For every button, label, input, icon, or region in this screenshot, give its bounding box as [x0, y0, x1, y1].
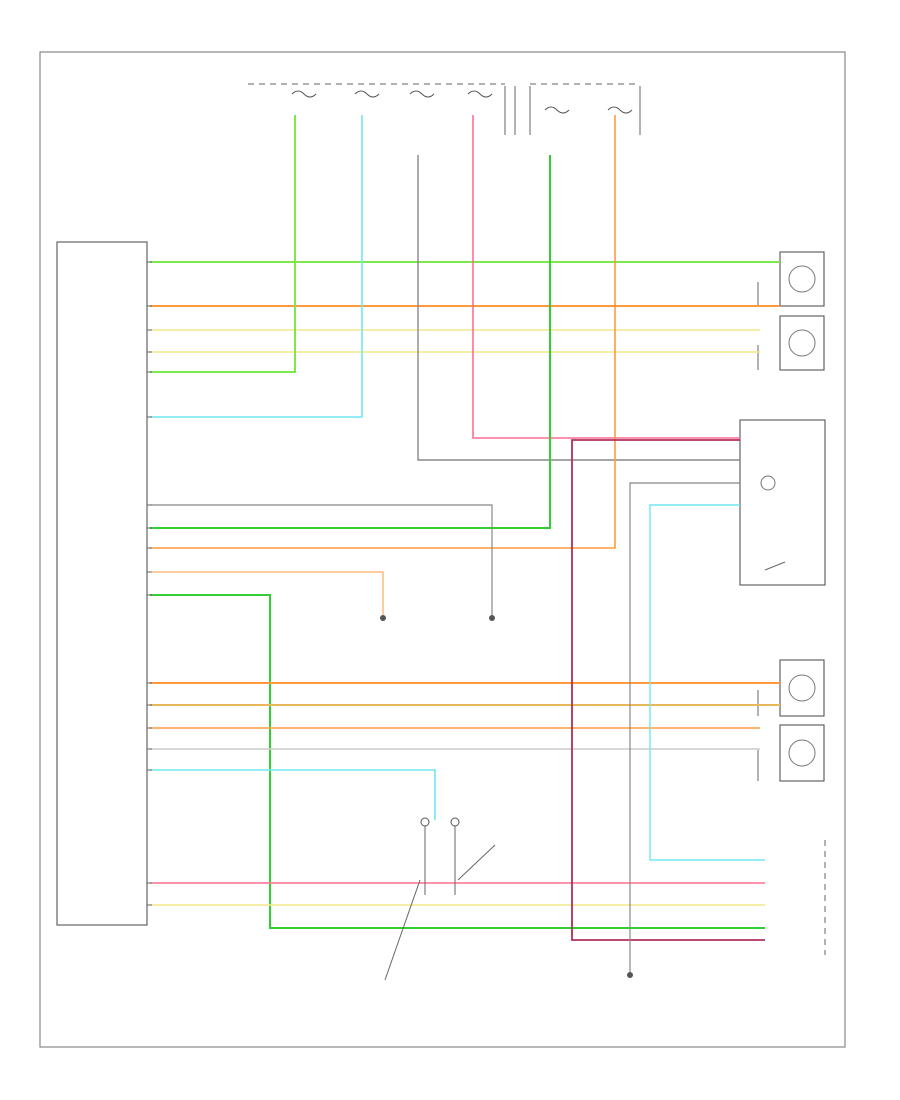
fuse-panel: [248, 83, 641, 135]
wire-green: [150, 155, 551, 529]
wire-orange: [150, 115, 616, 549]
wire-lt-blue: [649, 504, 765, 861]
wire-orange: [150, 571, 384, 615]
wire-gray: [417, 155, 740, 461]
wire-gray: [629, 482, 740, 975]
diagram-frame: [39, 51, 846, 1048]
module-pin-ticks: [147, 261, 152, 906]
wire-lt-blue: [150, 769, 436, 820]
wire-pink: [472, 115, 740, 439]
wire-lt-green: [150, 115, 296, 373]
wire-green: [150, 594, 765, 929]
right-components: [739, 251, 826, 955]
fuse-icon: [291, 90, 633, 114]
ground-points: [380, 615, 633, 981]
wire-group: [150, 115, 780, 975]
control-module-box: [56, 241, 148, 926]
wire-dk-red: [571, 439, 765, 941]
wire-gray: [150, 504, 493, 615]
wire-lt-blue: [150, 115, 363, 418]
